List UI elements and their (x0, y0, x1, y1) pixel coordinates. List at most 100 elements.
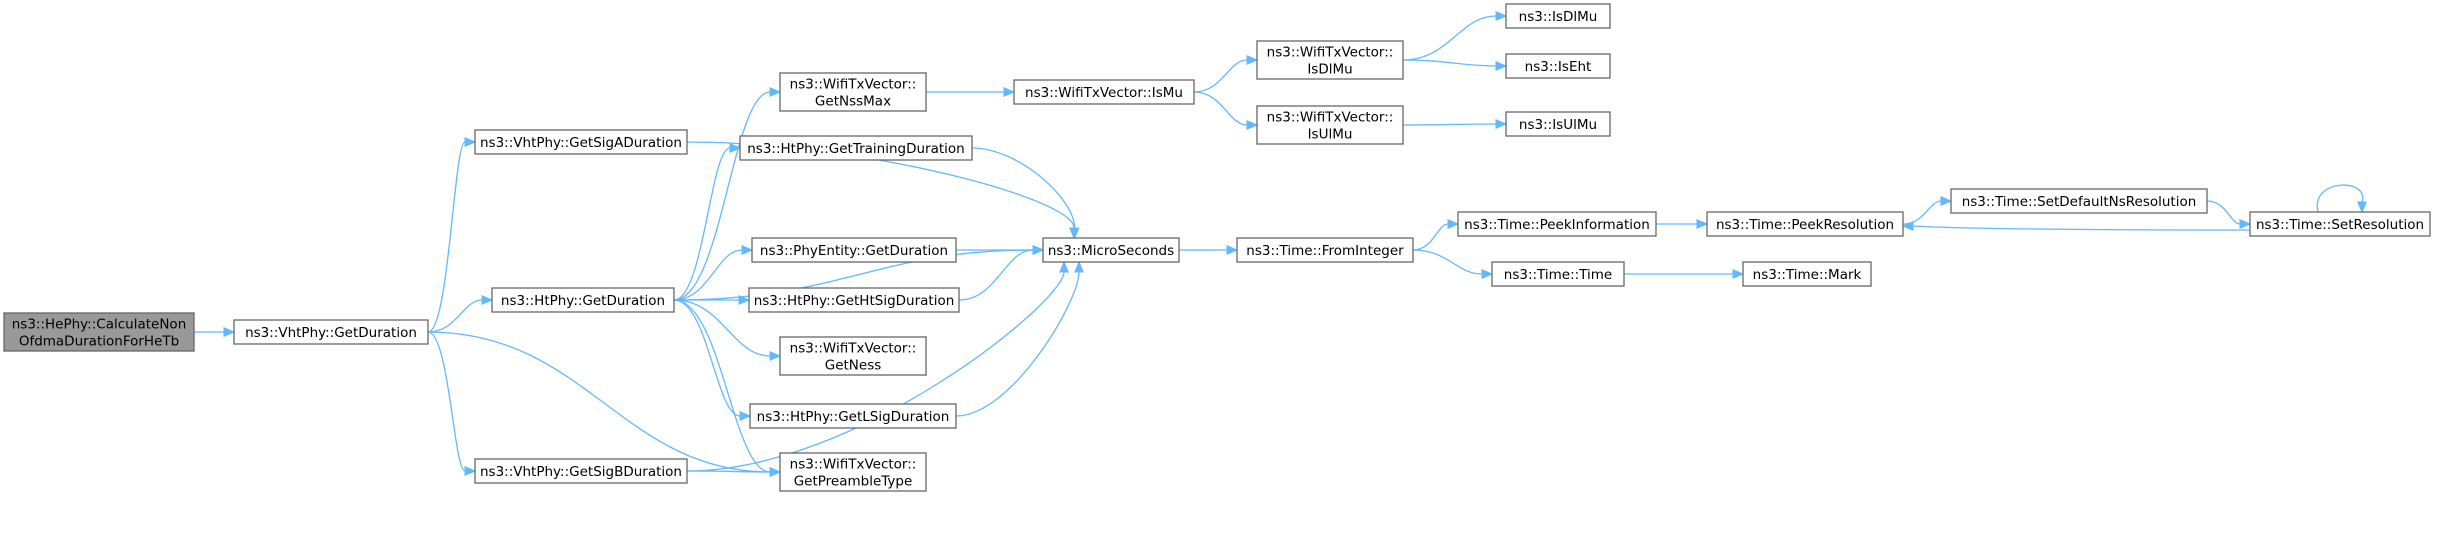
node-time-mark[interactable]: ns3::Time::Mark (1742, 261, 1872, 287)
node-box (779, 452, 927, 492)
node-box (1505, 3, 1611, 29)
node-box (779, 336, 927, 376)
node-box (1505, 53, 1611, 79)
edge-ht_getduration-to-ht_gethtsigduration (673, 295, 751, 305)
edge-wtv_isdlmu-to-isdlmu (1402, 11, 1508, 61)
node-ht-getduration[interactable]: ns3::HtPhy::GetDuration (491, 287, 675, 313)
node-label: OfdmaDurationForHeTb (19, 334, 179, 350)
node-label: ns3::Time::PeekResolution (1716, 217, 1894, 233)
edge-wtv_isdlmu-to-iseht (1402, 59, 1508, 71)
node-box (3, 312, 195, 352)
node-time-frominteger[interactable]: ns3::Time::FromInteger (1236, 237, 1414, 263)
node-wtv-getpreambletype[interactable]: ns3::WifiTxVector::GetPreambleType (779, 452, 927, 492)
edge-ht_getlsigduration-to-microseconds (955, 260, 1084, 417)
node-box (779, 72, 927, 112)
node-label: ns3::WifiTxVector:: (790, 77, 917, 93)
edge-microseconds-to-time_frominteger (1178, 245, 1239, 255)
node-box (1742, 261, 1872, 287)
node-box (1256, 105, 1404, 145)
edges-layer (194, 11, 2367, 477)
node-vht-getsigbduration[interactable]: ns3::VhtPhy::GetSigBDuration (474, 458, 688, 484)
node-box (749, 403, 957, 429)
node-label: ns3::Time::Mark (1753, 267, 1862, 283)
edge-vht_getduration-to-vht_getsigbduration (427, 331, 477, 476)
node-time-peekresolution[interactable]: ns3::Time::PeekResolution (1706, 211, 1904, 237)
node-label: IsDlMu (1307, 62, 1352, 78)
node-root: ns3::HePhy::CalculateNonOfdmaDurationFor… (3, 312, 195, 352)
node-ht-gethtsigduration[interactable]: ns3::HtPhy::GetHtSigDuration (748, 287, 960, 313)
node-box (1013, 79, 1195, 105)
node-label: ns3::VhtPhy::GetSigADuration (480, 135, 682, 151)
node-box (748, 287, 960, 313)
node-label: GetNssMax (815, 94, 891, 110)
node-label: ns3::HtPhy::GetLSigDuration (757, 409, 950, 425)
node-box (1236, 237, 1414, 263)
node-isulmu[interactable]: ns3::IsUlMu (1505, 111, 1611, 137)
edge-ht_getduration-to-phyentity_getduration (673, 245, 754, 301)
node-label: GetNess (825, 358, 882, 374)
edge-time_time-to-time_mark (1623, 269, 1745, 279)
edge-time_setdefaultnsresolution-to-time_setresolution (2206, 200, 2252, 229)
node-label: ns3::WifiTxVector:: (1267, 45, 1394, 61)
node-microseconds[interactable]: ns3::MicroSeconds (1042, 237, 1180, 263)
node-label: ns3::Time::FromInteger (1246, 243, 1404, 259)
nodes-layer: ns3::HePhy::CalculateNonOfdmaDurationFor… (3, 3, 2431, 492)
node-time-setdefaultnsresolution[interactable]: ns3::Time::SetDefaultNsResolution (1950, 188, 2208, 214)
node-box (1491, 261, 1625, 287)
node-ht-getlsigduration[interactable]: ns3::HtPhy::GetLSigDuration (749, 403, 957, 429)
node-label: IsUlMu (1308, 127, 1353, 143)
node-box (1950, 188, 2208, 214)
node-box (233, 319, 429, 345)
edge-root-to-vht_getduration (194, 327, 236, 337)
node-box (2249, 211, 2431, 237)
edge-wtv_getnssmax-to-wtv_ismu (926, 87, 1016, 97)
node-vht-getduration[interactable]: ns3::VhtPhy::GetDuration (233, 319, 429, 345)
edge-ht_getduration-to-wtv_getpreambletype (673, 299, 782, 477)
edge-time_frominteger-to-time_peekinformation (1412, 219, 1460, 251)
node-time-time[interactable]: ns3::Time::Time (1491, 261, 1625, 287)
node-phyentity-getduration[interactable]: ns3::PhyEntity::GetDuration (751, 237, 957, 263)
node-box (1042, 237, 1180, 263)
node-label: ns3::VhtPhy::GetSigBDuration (480, 464, 682, 480)
node-box (739, 135, 973, 161)
edge-vht_getsigbduration-to-microseconds (686, 260, 1069, 472)
node-vht-getsigaduration[interactable]: ns3::VhtPhy::GetSigADuration (474, 129, 688, 155)
edge-ht_getduration-to-wtv_getnssmax (673, 87, 782, 301)
node-ht-gettrainingduration[interactable]: ns3::HtPhy::GetTrainingDuration (739, 135, 973, 161)
edge-ht_getduration-to-ht_getlsigduration (673, 299, 752, 421)
edge-wtv_ismu-to-wtv_isulmu (1193, 91, 1259, 130)
node-label: ns3::IsUlMu (1519, 117, 1597, 133)
node-wtv-isdlmu[interactable]: ns3::WifiTxVector::IsDlMu (1256, 40, 1404, 80)
node-time-peekinformation[interactable]: ns3::Time::PeekInformation (1457, 211, 1657, 237)
node-label: ns3::Time::SetResolution (2256, 217, 2424, 233)
node-label: ns3::HtPhy::GetTrainingDuration (747, 141, 964, 157)
node-isdlmu[interactable]: ns3::IsDlMu (1505, 3, 1611, 29)
node-label: ns3::WifiTxVector:: (790, 457, 917, 473)
node-box (1457, 211, 1657, 237)
node-label: ns3::WifiTxVector::IsMu (1025, 85, 1183, 101)
node-box (491, 287, 675, 313)
node-wtv-getnssmax[interactable]: ns3::WifiTxVector::GetNssMax (779, 72, 927, 112)
node-label: ns3::HtPhy::GetDuration (501, 293, 665, 309)
node-wtv-getness[interactable]: ns3::WifiTxVector::GetNess (779, 336, 927, 376)
node-box (1505, 111, 1611, 137)
node-label: ns3::WifiTxVector:: (1267, 110, 1394, 126)
node-label: ns3::VhtPhy::GetDuration (245, 325, 417, 341)
node-box (751, 237, 957, 263)
node-wtv-ismu[interactable]: ns3::WifiTxVector::IsMu (1013, 79, 1195, 105)
node-iseht[interactable]: ns3::IsEht (1505, 53, 1611, 79)
edge-ht_gethtsigduration-to-microseconds (958, 245, 1045, 301)
node-box (474, 129, 688, 155)
edge-wtv_isulmu-to-isulmu (1402, 119, 1508, 129)
edge-time_setresolution-to-time_setresolution (2316, 184, 2367, 214)
node-wtv-isulmu[interactable]: ns3::WifiTxVector::IsUlMu (1256, 105, 1404, 145)
node-time-setresolution[interactable]: ns3::Time::SetResolution (2249, 211, 2431, 237)
node-label: ns3::HtPhy::GetHtSigDuration (754, 293, 955, 309)
node-label: ns3::Time::Time (1504, 267, 1612, 283)
node-label: ns3::IsEht (1525, 59, 1592, 75)
node-label: ns3::MicroSeconds (1048, 243, 1174, 259)
node-label: ns3::Time::PeekInformation (1464, 217, 1650, 233)
node-label: ns3::WifiTxVector:: (790, 341, 917, 357)
node-box (1706, 211, 1904, 237)
